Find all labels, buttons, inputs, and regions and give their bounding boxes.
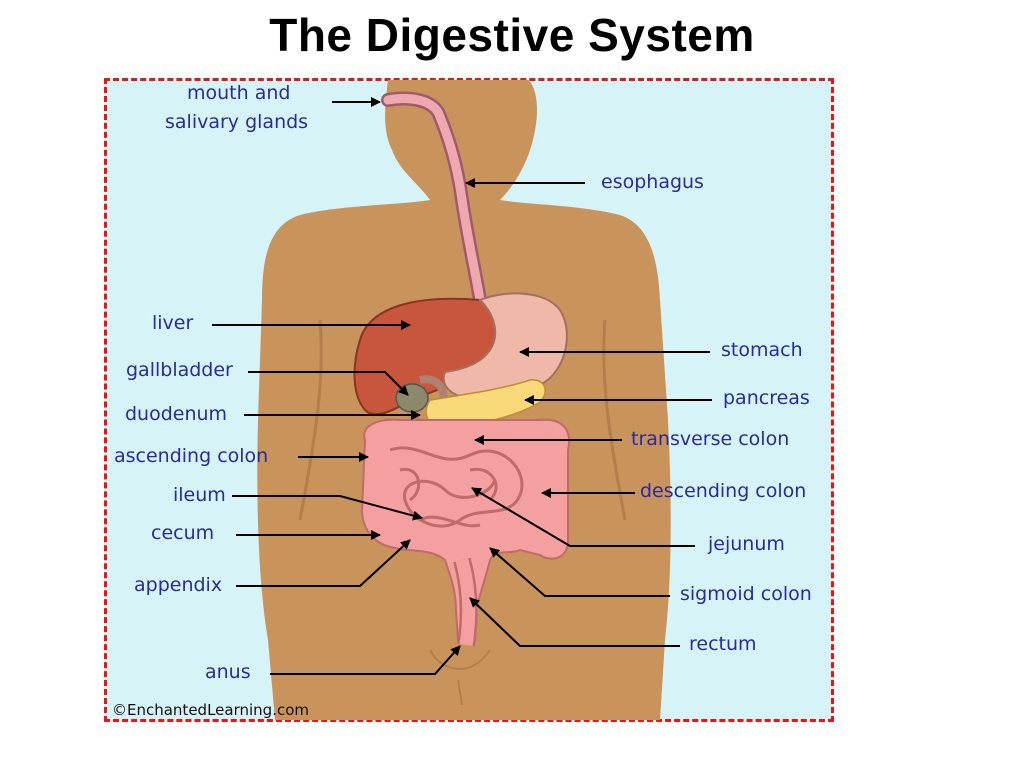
label-pancreas: pancreas — [723, 387, 810, 409]
label-anus: anus — [205, 661, 251, 683]
leader-jejunum — [471, 487, 695, 547]
small-intestine-organ — [389, 446, 524, 528]
label-rectum: rectum — [689, 633, 757, 655]
label-esophagus: esophagus — [601, 171, 704, 193]
leader-sigmoid-colon — [489, 547, 670, 597]
leader-gallbladder — [248, 371, 409, 396]
label-sigmoid-colon: sigmoid colon — [680, 583, 812, 605]
label-liver: liver — [152, 312, 194, 334]
leader-anus — [270, 645, 461, 675]
buttocks-contour — [429, 649, 491, 670]
label-appendix: appendix — [134, 574, 223, 596]
leader-appendix — [236, 539, 411, 587]
body-contour-left — [298, 319, 323, 521]
leader-rectum — [469, 597, 680, 647]
label-transverse-colon: transverse colon — [631, 428, 790, 450]
label-duodenum: duodenum — [125, 403, 228, 425]
label-gallbladder: gallbladder — [126, 359, 233, 381]
label-ascending-colon: ascending colon — [114, 445, 269, 467]
label-mouth-line1: mouth and — [187, 82, 291, 104]
label-jejunum: jejunum — [708, 533, 785, 555]
label-stomach: stomach — [721, 339, 803, 361]
label-descending-colon: descending colon — [640, 480, 807, 502]
body-contour-right — [602, 319, 627, 521]
page-title: The Digestive System — [269, 9, 755, 61]
label-ileum: ileum — [173, 484, 226, 506]
leader-ileum — [232, 495, 423, 521]
copyright-text: ©EnchantedLearning.com — [112, 701, 309, 719]
cleft-contour — [457, 679, 463, 706]
large-intestine-organ — [360, 418, 570, 641]
label-cecum: cecum — [151, 522, 215, 544]
label-mouth-line2: salivary glands — [165, 111, 309, 133]
